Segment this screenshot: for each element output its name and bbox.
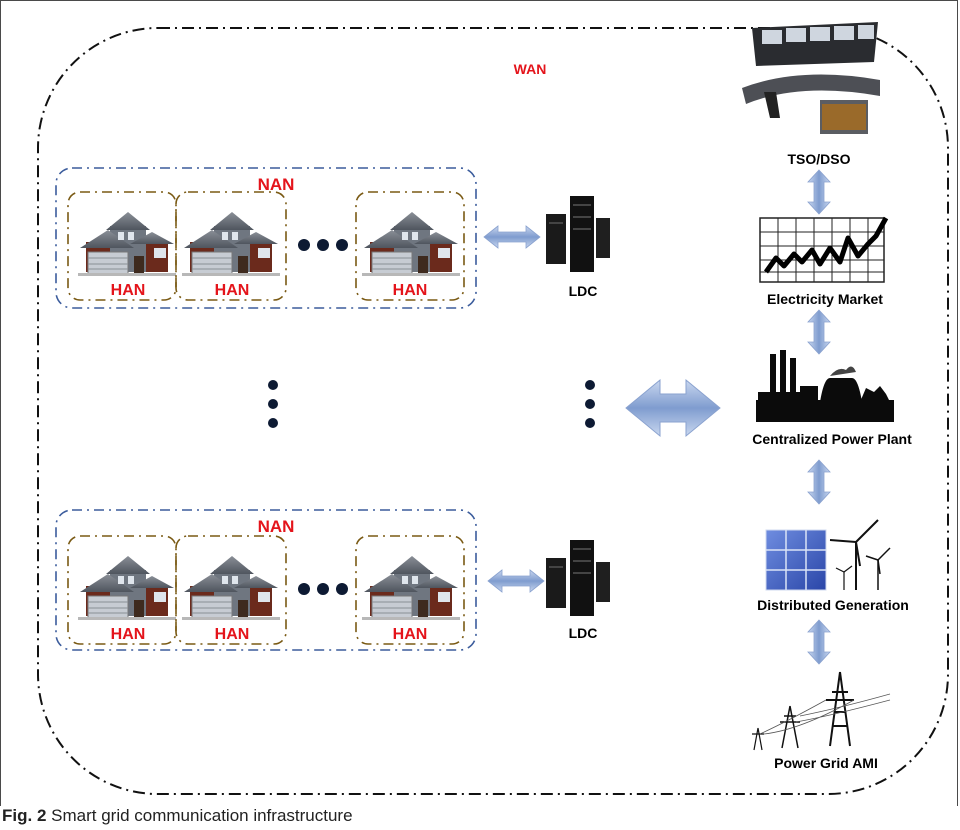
ellipsis-dot [336, 583, 348, 595]
wan-boundary [37, 27, 949, 795]
stack-arrow [807, 169, 831, 215]
nan-label-top: NAN [258, 175, 295, 194]
wan-label: WAN [514, 61, 547, 77]
transmission-tower-icon [752, 671, 891, 751]
figure-number: Fig. 2 [2, 806, 47, 825]
ellipsis-dot [585, 418, 595, 428]
house-icon [361, 211, 461, 277]
han-label: HAN [215, 282, 250, 299]
nan-label-bottom: NAN [258, 517, 295, 536]
house-icon [77, 555, 177, 621]
han-boundary [67, 191, 177, 301]
electricity-market-label: Electricity Market [767, 291, 883, 307]
wan-main-arrow [625, 378, 721, 438]
house-icon [361, 555, 461, 621]
han-label: HAN [393, 282, 428, 299]
ellipsis-dot [268, 418, 278, 428]
house-icon [181, 555, 281, 621]
han-boundary [175, 191, 287, 301]
ellipsis-dot [268, 399, 278, 409]
smart-grid-diagram: WAN NAN HAN HAN HAN LDC NAN HAN HAN [37, 22, 949, 795]
han-label: HAN [111, 282, 146, 299]
nan-boundary-top [55, 167, 477, 309]
server-icon [546, 540, 610, 616]
nan-group-bottom: NAN HAN HAN HAN [55, 509, 477, 651]
ellipsis-dot [336, 239, 348, 251]
solar-panel-icon [765, 529, 827, 591]
han-boundary [355, 191, 465, 301]
han-boundary [355, 535, 465, 645]
nan-ldc-arrow-top [483, 225, 541, 249]
nan-ldc-arrow-bottom [487, 569, 545, 593]
han-label: HAN [111, 626, 146, 643]
house-icon [181, 211, 281, 277]
ellipsis-dot [585, 399, 595, 409]
han-label: HAN [215, 626, 250, 643]
ellipsis-dot [268, 380, 278, 390]
han-boundary [175, 535, 287, 645]
control-room-icon [742, 22, 880, 134]
stack-arrow [807, 459, 831, 505]
han-label: HAN [393, 626, 428, 643]
ldc-label-bottom: LDC [569, 625, 598, 641]
nan-group-top: NAN HAN HAN HAN [55, 167, 477, 309]
ellipsis-dot [317, 583, 329, 595]
centralized-power-plant-label: Centralized Power Plant [752, 431, 912, 447]
figure-caption: Fig. 2 Smart grid communication infrastr… [2, 806, 353, 826]
ellipsis-dot [298, 583, 310, 595]
caption-text: Smart grid communication infrastructure [51, 806, 353, 825]
stack-arrow [807, 309, 831, 355]
han-boundary [67, 535, 177, 645]
ldc-label-top: LDC [569, 283, 598, 299]
ellipsis-dot [298, 239, 310, 251]
power-grid-ami-label: Power Grid AMI [774, 755, 878, 771]
tso-dso-label: TSO/DSO [787, 151, 850, 167]
figure-frame [0, 0, 958, 806]
wind-turbine-icon [829, 519, 891, 590]
market-chart-icon [759, 216, 889, 283]
ellipsis-dot [317, 239, 329, 251]
ellipsis-dot [585, 380, 595, 390]
distributed-generation-label: Distributed Generation [757, 597, 909, 613]
nan-boundary-bottom [55, 509, 477, 651]
power-plant-icon [756, 350, 894, 422]
stack-arrow [807, 619, 831, 665]
house-icon [77, 211, 177, 277]
server-icon [546, 196, 610, 272]
